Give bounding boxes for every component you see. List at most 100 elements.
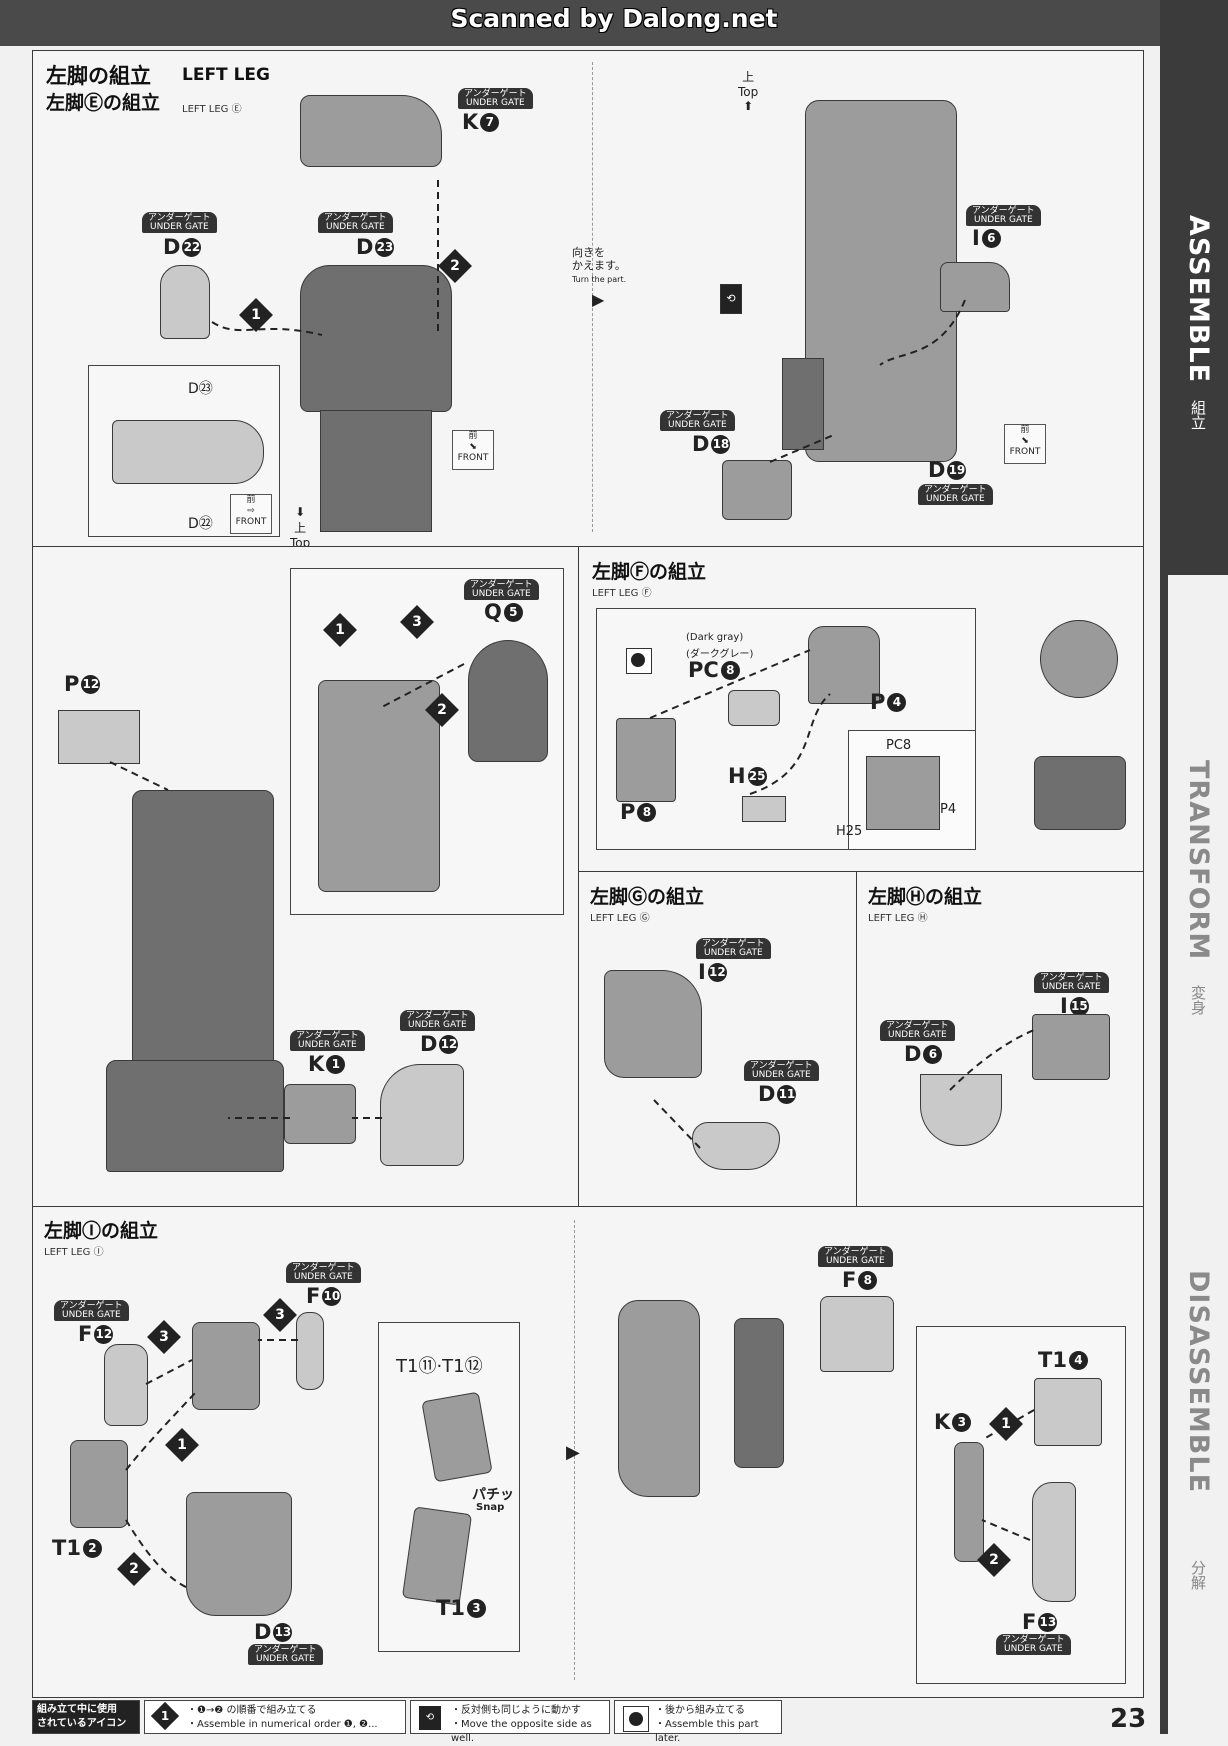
part-f10-shape [296,1312,324,1390]
front-indicator-2: 前⬊FRONT [1004,424,1046,464]
subtitle-en-i: LEFT LEG Ⓘ [44,1247,104,1258]
legend-title: 組み立て中に使用されているアイコン [32,1700,140,1734]
part-hip-block-shape [1034,756,1126,830]
panel-divider [592,62,594,532]
mirror-side-icon: ⟲ [720,284,742,314]
part-q5-shape [468,640,548,762]
part-knee-shape [318,680,440,892]
inset-label-d22: D㉒ [188,516,213,532]
legend-mirror-icon: ⟲ [419,1706,441,1730]
part-p8-shape [616,718,676,802]
color-en-label: (Dark gray) [686,632,744,643]
part-f13-shape [1032,1482,1076,1602]
part-d12-shape [380,1064,464,1166]
part-f12-shape [104,1344,148,1426]
part-shin-assembly-shape [618,1300,700,1497]
guide-q5 [379,663,465,709]
part-pc8-shape [728,690,780,726]
part-i6-shape [940,262,1010,312]
subtitle-en-h: LEFT LEG Ⓗ [868,913,928,924]
subtitle-jp-i: 左脚Ⓘの組立 [44,1220,159,1242]
color-jp-label: (ダークグレー) [686,649,754,660]
part-d18-shape [722,460,792,520]
scanned-by-credit: Scanned by Dalong.net [450,4,778,33]
sidebar-label-transform[interactable]: TRANSFORM [1183,760,1214,961]
part-f8-shape [820,1296,894,1372]
guide-d6 [949,1029,1035,1091]
assemble-later-icon [626,648,652,674]
sidebar-jp-assemble: 組立 [1189,400,1207,430]
part-d13-shape [186,1492,292,1616]
inset-label-t1-pair: T1⑪·T1⑫ [396,1356,483,1377]
guide-d22 [211,321,323,336]
part-side-plate-shape [782,358,824,450]
part-k1-shape [284,1084,356,1144]
next-step-arrow-i: ▶ [566,1442,580,1463]
turn-part-note: 向きをかえます。Turn the part. [572,246,627,284]
sidebar-tab-assemble[interactable] [1168,130,1228,575]
subtitle-jp-h: 左脚Ⓗの組立 [868,886,983,908]
inset-label-p4: P4 [940,802,957,817]
part-p12-shape [58,710,140,764]
sidebar-jp-disassemble: 分解 [1189,1560,1207,1590]
part-d6-shape [920,1074,1002,1146]
inset-part-shape [112,420,264,484]
part-i15-shape [1032,1014,1110,1080]
snap-jp-label: パチッ [472,1487,514,1503]
part-leg-lower-shape [320,410,432,532]
legend-step-icon: 1 [150,1701,180,1731]
part-k3-shape [954,1442,984,1562]
top-bar [0,0,1228,46]
guide-i6 [879,299,966,366]
page-title-en: LEFT LEG [182,65,270,85]
sidebar-jp-transform: 変身 [1189,985,1207,1015]
guide-f12 [145,1359,193,1385]
inset-label-d23: D㉓ [188,381,213,397]
inset-cross-section-shape [866,756,940,830]
sidebar-label-assemble: ASSEMBLE [1183,215,1214,384]
guide-t14 [981,1409,1035,1441]
part-frame-shape [192,1322,260,1410]
part-leg-turned-shape [805,100,957,462]
legend-item-later: ・後から組み立てる・Assemble this part later. [614,1700,782,1744]
guide-t12 [125,1391,197,1471]
subtitle-jp-f: 左脚Ⓕの組立 [592,561,707,583]
part-t12-shape [70,1440,128,1528]
part-k7-shape [300,95,442,167]
legend-item-order: 1 ・❶→❷ の順番で組み立てる・Assemble in numerical o… [144,1700,406,1734]
part-d22-shape [160,265,210,339]
sidebar-label-disassemble[interactable]: DISASSEMBLE [1183,1270,1214,1494]
